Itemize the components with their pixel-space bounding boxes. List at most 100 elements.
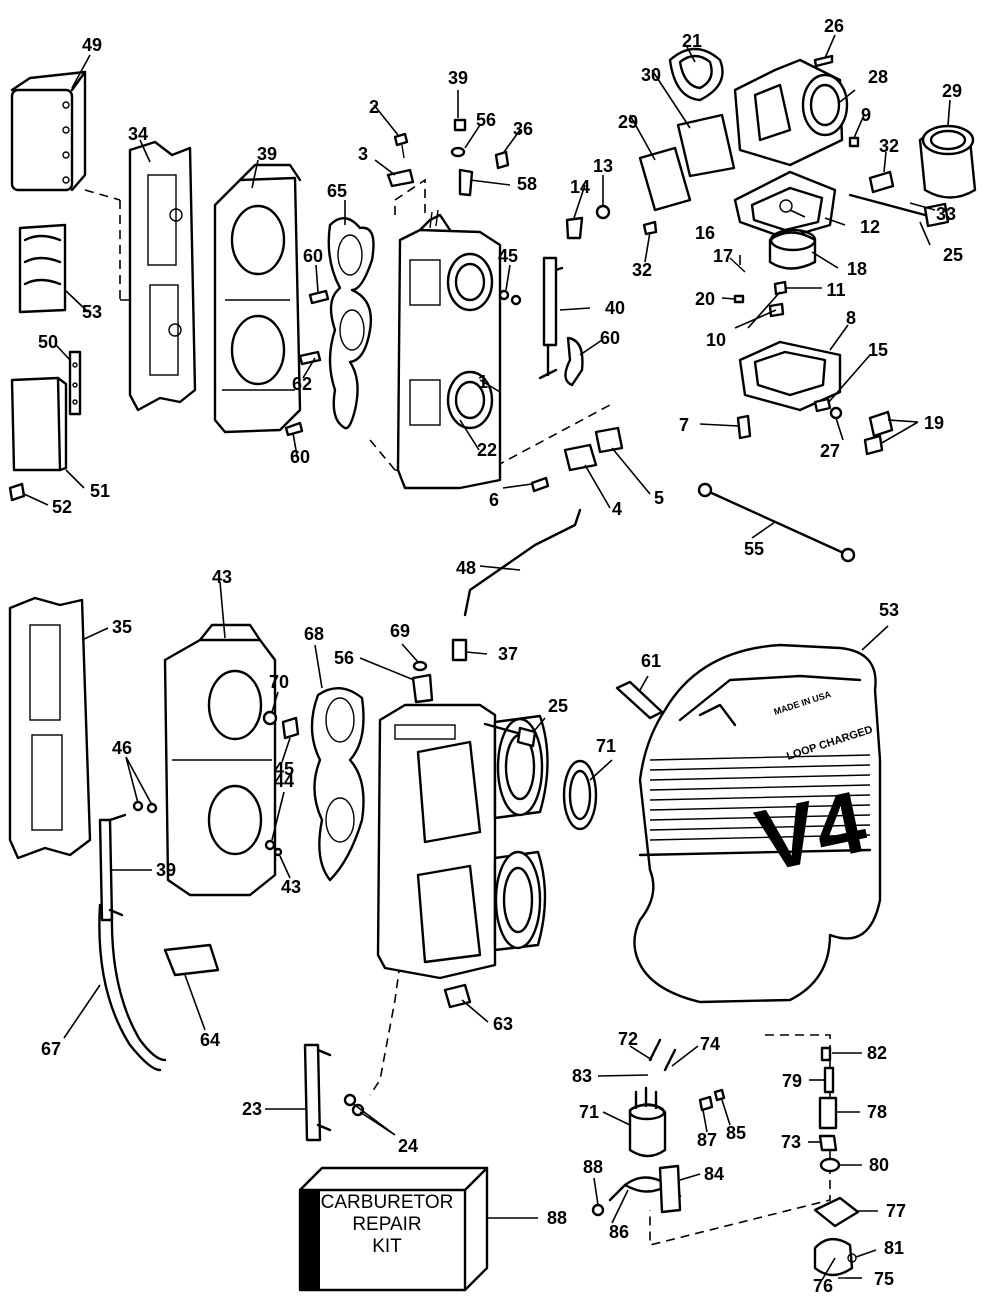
part-39-upper-fitting xyxy=(538,256,584,387)
part-39-66-lower-fitting xyxy=(98,813,220,1072)
callout-label: 10 xyxy=(706,330,726,350)
callout-label: 15 xyxy=(868,340,888,360)
callout-label: 71 xyxy=(579,1102,599,1122)
callout-label: 87 xyxy=(697,1130,717,1150)
assembly-guides xyxy=(84,178,831,1247)
callout-label: 25 xyxy=(548,696,568,716)
callout-label: 43 xyxy=(212,567,232,587)
callout-label: 16 xyxy=(695,223,715,243)
parts-4-5-6 xyxy=(530,426,624,493)
callout-label: 22 xyxy=(477,440,497,460)
callout-label: 86 xyxy=(609,1222,629,1242)
callout-label: 64 xyxy=(200,1030,220,1050)
callout-label: 65 xyxy=(327,181,347,201)
callout-label: 81 xyxy=(884,1238,904,1258)
part-48-49-reed-stop xyxy=(10,350,82,472)
callout-label: 46 xyxy=(112,738,132,758)
callout-label: 1 xyxy=(478,372,488,392)
kit-label-line3: KIT xyxy=(372,1236,402,1257)
callout-label: 4 xyxy=(612,499,622,519)
callout-label: 83 xyxy=(572,1066,592,1086)
part-36-gasket xyxy=(8,596,92,860)
callout-label: 52 xyxy=(52,497,72,517)
callout-label: 32 xyxy=(632,260,652,280)
callout-label: 5 xyxy=(654,488,664,508)
callout-label: 39 xyxy=(156,860,176,880)
callout-label: 28 xyxy=(868,67,888,87)
callout-label: 70 xyxy=(269,672,289,692)
leader-lines xyxy=(23,34,951,1281)
kit-label-line1: CARBURETOR xyxy=(321,1192,454,1213)
diaphragm-assembly xyxy=(729,170,950,273)
callout-label: 17 xyxy=(713,246,733,266)
part-51-reed-plate xyxy=(18,223,67,314)
primer-valve-assembly xyxy=(813,1046,860,1279)
manifold-screws xyxy=(284,289,522,437)
callout-label: 27 xyxy=(820,441,840,461)
callout-label: 67 xyxy=(41,1039,61,1059)
part-88-repair-kit: CARBURETOR REPAIR KIT xyxy=(298,1166,489,1292)
callout-label: 60 xyxy=(600,328,620,348)
callout-label: 76 xyxy=(813,1276,833,1296)
callout-label: 63 xyxy=(493,1014,513,1034)
callout-label: 14 xyxy=(570,177,590,197)
callout-label: 37 xyxy=(498,644,518,664)
callout-label: 26 xyxy=(824,16,844,36)
callout-label: 33 xyxy=(936,204,956,224)
callout-label: 21 xyxy=(682,31,702,51)
callout-label: 69 xyxy=(390,621,410,641)
part-47-reed-cover xyxy=(10,70,87,192)
callout-label: 61 xyxy=(641,651,661,671)
cover-model-text: V4 xyxy=(748,771,874,890)
callout-label: 68 xyxy=(304,624,324,644)
callout-label: 39 xyxy=(448,68,468,88)
callout-label: 8 xyxy=(846,308,856,328)
callout-label: 6 xyxy=(489,490,499,510)
part-1-carburetor-upper xyxy=(396,209,502,490)
callout-label: 58 xyxy=(517,174,537,194)
callout-label: 53 xyxy=(82,302,102,322)
part-53-link-rod xyxy=(697,482,856,563)
callout-label: 20 xyxy=(695,289,715,309)
callout-label: 34 xyxy=(128,124,148,144)
callout-label: 60 xyxy=(290,447,310,467)
callout-label: 88 xyxy=(547,1208,567,1228)
callout-label: 62 xyxy=(292,374,312,394)
callout-label: 48 xyxy=(456,558,476,578)
callout-label: 40 xyxy=(605,298,625,318)
callout-label: 19 xyxy=(924,413,944,433)
callout-label: 24 xyxy=(398,1136,418,1156)
part-50-screw xyxy=(8,482,26,502)
kit-label-line2: REPAIR xyxy=(352,1214,421,1235)
callout-label: 35 xyxy=(112,617,132,637)
callout-label: 39 xyxy=(257,144,277,164)
callout-label: 44 xyxy=(274,771,294,791)
callout-label: 56 xyxy=(334,648,354,668)
callout-label: 49 xyxy=(82,35,102,55)
callout-label: 43 xyxy=(281,877,301,897)
callout-label: 9 xyxy=(861,105,871,125)
part-65-gasket xyxy=(310,687,365,882)
callout-label: 12 xyxy=(860,217,880,237)
callout-label: 13 xyxy=(593,156,613,176)
callout-label: 78 xyxy=(867,1102,887,1122)
callout-label: 75 xyxy=(874,1269,894,1289)
callout-label: 18 xyxy=(847,259,867,279)
part-64-gasket xyxy=(327,217,375,430)
callout-label: 84 xyxy=(704,1164,724,1184)
callout-label: 45 xyxy=(274,759,294,779)
callout-label: 55 xyxy=(744,539,764,559)
callout-label: 80 xyxy=(869,1155,889,1175)
callout-label: 88 xyxy=(583,1157,603,1177)
part-52-engine-cover: V4 LOOP CHARGED MADE IN USA xyxy=(633,643,882,1004)
callout-label: 79 xyxy=(782,1071,802,1091)
callout-label: 82 xyxy=(867,1043,887,1063)
lower-left-hardware xyxy=(132,710,300,857)
callout-label: 2 xyxy=(369,97,379,117)
callout-label: 29 xyxy=(618,112,638,132)
callout-label: 51 xyxy=(90,481,110,501)
callout-label: 25 xyxy=(943,245,963,265)
callout-label: 3 xyxy=(358,144,368,164)
top-right-assembly xyxy=(638,47,977,212)
